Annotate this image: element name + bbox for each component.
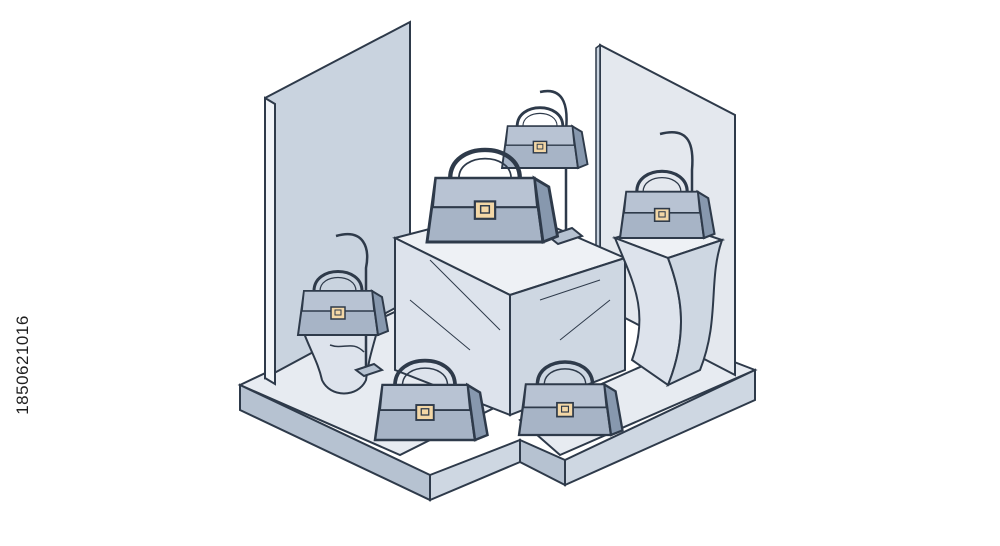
handbag-top — [500, 106, 589, 170]
back-panel-left — [264, 20, 411, 386]
stand-right — [659, 131, 694, 232]
stand-left — [335, 233, 385, 378]
stock-id-text: 1850621016 — [13, 315, 33, 415]
stock-id-label: 1850621016 — [8, 300, 38, 430]
